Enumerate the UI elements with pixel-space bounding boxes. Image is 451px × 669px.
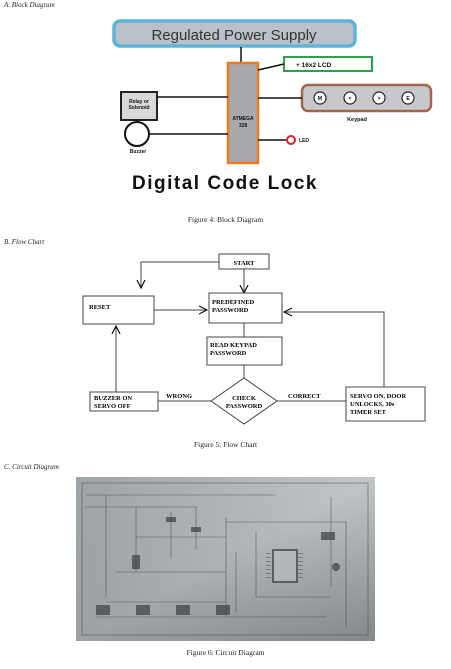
- start-label: START: [234, 260, 256, 267]
- predefined-password-line2: PASSWORD: [212, 307, 249, 314]
- check-password-line2: PASSWORD: [226, 403, 263, 410]
- servo-on-line2: UNLOCKS, 30s: [350, 401, 395, 408]
- correct-label: CORRECT: [288, 393, 321, 400]
- read-keypad-line2: PASSWORD: [210, 350, 247, 357]
- read-keypad-line1: READ KEYPAD: [210, 342, 257, 349]
- circuit-diagram-photo: [76, 477, 375, 641]
- predefined-password-line1: PREDEFINED: [212, 299, 255, 306]
- servo-on-line1: SERVO ON, DOOR: [350, 393, 406, 400]
- wrong-label: WRONG: [166, 393, 192, 400]
- buzzer-servo-off-line2: SERVO OFF: [94, 403, 131, 410]
- section-heading-circuit-diagram: C. Circuit Diagram: [4, 463, 59, 471]
- reset-label: RESET: [89, 304, 111, 311]
- caption-figure-6: Figure 6: Circuit Diagram: [0, 648, 451, 657]
- buzzer-servo-off-line1: BUZZER ON: [94, 395, 132, 402]
- photo-shading: [76, 477, 375, 641]
- check-password-line1: CHECK: [232, 395, 256, 402]
- servo-on-line3: TIMER SET: [350, 409, 387, 416]
- start-to-reset-arrow: [141, 262, 219, 288]
- servo-to-predefined-arrow: [284, 312, 384, 387]
- caption-figure-5: Figure 5: Flow Chart: [0, 440, 451, 449]
